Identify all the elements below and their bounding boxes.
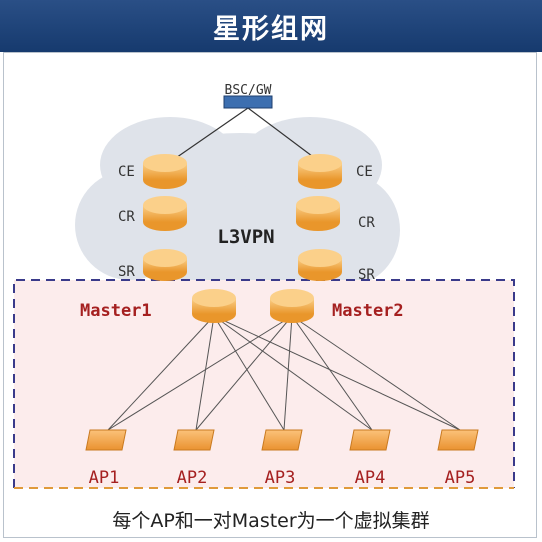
router-cr-right: CR xyxy=(296,196,375,231)
ap-5: AP5 xyxy=(437,429,479,488)
ap-1: AP1 xyxy=(85,429,127,488)
router-ce-right: CE xyxy=(298,154,373,189)
master-ap-links xyxy=(107,315,461,431)
router-sr-right: SR xyxy=(298,249,375,283)
page-title: 星形组网 xyxy=(213,13,329,45)
master-1-label: Master1 xyxy=(80,301,152,321)
router-label: CE xyxy=(356,164,373,180)
ap-label: AP3 xyxy=(265,468,296,488)
title-bar: 星形组网 xyxy=(0,0,542,52)
ap-label: AP5 xyxy=(445,468,476,488)
caption: 每个AP和一对Master为一个虚拟集群 xyxy=(112,510,430,532)
router-label: SR xyxy=(358,267,375,283)
router-label: CR xyxy=(118,209,135,225)
master-2-router xyxy=(270,289,314,323)
router-cr-left: CR xyxy=(118,196,187,231)
router-label: SR xyxy=(118,264,135,280)
ap-3: AP3 xyxy=(261,429,303,488)
ap-4: AP4 xyxy=(349,429,391,488)
gateway-device: BSC/GW xyxy=(223,83,273,109)
ap-label: AP1 xyxy=(89,468,120,488)
router-label: CR xyxy=(358,215,375,231)
master-1-router xyxy=(192,289,236,323)
master-2-label: Master2 xyxy=(332,301,404,321)
router-ce-left: CE xyxy=(118,154,187,189)
ap-label: AP4 xyxy=(355,468,386,488)
router-label: CE xyxy=(118,164,135,180)
ap-2: AP2 xyxy=(173,429,215,488)
cluster-border-top xyxy=(13,279,515,488)
cluster-background xyxy=(14,280,514,488)
gateway-links xyxy=(169,107,321,163)
ap-label: AP2 xyxy=(177,468,208,488)
gateway-label: BSC/GW xyxy=(225,83,272,98)
cloud-label: L3VPN xyxy=(217,226,274,248)
router-sr-left: SR xyxy=(118,249,187,281)
